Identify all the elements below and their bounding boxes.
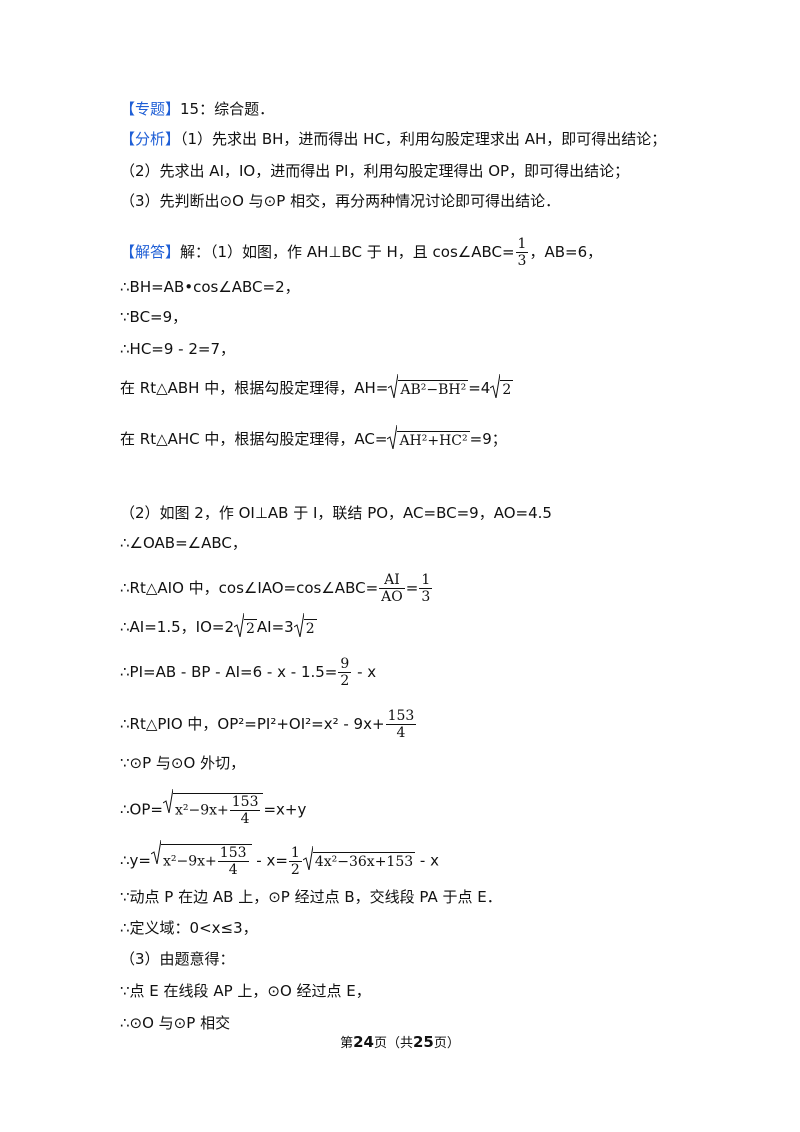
ai-mid: AI=3 [256,618,294,636]
ac-result: =9； [469,430,507,448]
total-pages: 25 [413,1033,434,1051]
footer-pre: 第 [340,1036,354,1051]
solution-tag: 【解答】 [120,243,181,261]
step-bc: ∵BC=9， [120,308,188,326]
sqrt-expr: AH²+HC² [387,424,470,451]
footer-mid: 页（共 [373,1036,413,1051]
pi-tail: - x [352,663,377,681]
part3-point-e: ∵点 E 在线段 AP 上，⊙O 经过点 E， [120,982,371,1000]
part2-domain: ∴定义域：0<x≤3， [120,919,258,937]
ah-text: 在 Rt△ABH 中，根据勾股定理得，AH= [120,379,389,397]
equals: = [405,579,419,597]
sqrt-expr: 2 [293,612,317,639]
part2-intro: （2）如图 2，作 OI⊥AB 于 I，联结 PO，AC=BC=9，AO=4.5 [120,504,552,522]
topic-line: 【专题】15：综合题． [120,98,274,120]
y-mid: - x= [251,851,288,870]
part3-intersect: ∴⊙O 与⊙P 相交 [120,1014,231,1032]
page-number: 24 [353,1033,374,1051]
ah-result: =4 [468,379,491,397]
sqrt-expr: 2 [234,612,257,639]
page-footer: 第24页（共25页） [0,1032,800,1051]
analysis-tag: 【分析】 [120,130,181,148]
sqrt-expr: 4x²−36x+153 [302,846,416,872]
topic-tag: 【专题】 [120,100,181,118]
topic-text: 15：综合题． [180,100,275,118]
sqrt-expr: 2 [490,373,514,400]
analysis-line-3: （3）先判断出⊙O 与⊙P 相交，再分两种情况讨论即可得出结论． [120,192,561,210]
solution-intro-text: 解：（1）如图，作 AH⊥BC 于 H，且 cos∠ABC= [180,243,515,261]
analysis-text-1: （1）先求出 BH，进而得出 HC，利用勾股定理求出 AH，即可得出结论； [180,130,667,148]
step-ac: 在 Rt△AHC 中，根据勾股定理得，AC=AH²+HC²=9； [120,424,507,451]
analysis-line-1: 【分析】（1）先求出 BH，进而得出 HC，利用勾股定理求出 AH，即可得出结论… [120,128,666,150]
cos-text: ∴Rt△AIO 中，cos∠IAO=cos∠ABC= [120,579,379,597]
ai-text: ∴AI=1.5，IO=2 [120,618,234,636]
pi-text: ∴PI=AB - BP - AI=6 - x - 1.5= [120,663,338,681]
part2-moving-point: ∵动点 P 在边 AB 上，⊙P 经过点 B，交线段 PA 于点 E． [120,888,502,906]
part3-intro: （3）由题意得： [120,950,235,968]
sqrt-expr: AB²−BH² [388,373,469,400]
y-text: ∴y= [120,851,151,870]
op-tail: =x+y [263,800,307,819]
op2-text: ∴Rt△PIO 中，OP²=PI²+OI²=x² - 9x+ [120,715,385,733]
part2-tangent: ∵⊙P 与⊙O 外切， [120,754,246,772]
analysis-line-2: （2）先求出 AI，IO，进而得出 PI，利用勾股定理得出 OP，即可得出结论； [120,162,630,180]
step-bh: ∴BH=AB•cos∠ABC=2， [120,278,300,296]
part2-angle: ∴∠OAB=∠ABC， [120,534,247,552]
step-hc: ∴HC=9 - 2=7， [120,340,236,358]
footer-post: 页） [433,1036,460,1051]
ac-text: 在 Rt△AHC 中，根据勾股定理得，AC= [120,430,388,448]
op-text: ∴OP= [120,800,163,819]
y-tail: - x [415,851,439,870]
intro-tail: ，AB=6， [529,243,603,261]
